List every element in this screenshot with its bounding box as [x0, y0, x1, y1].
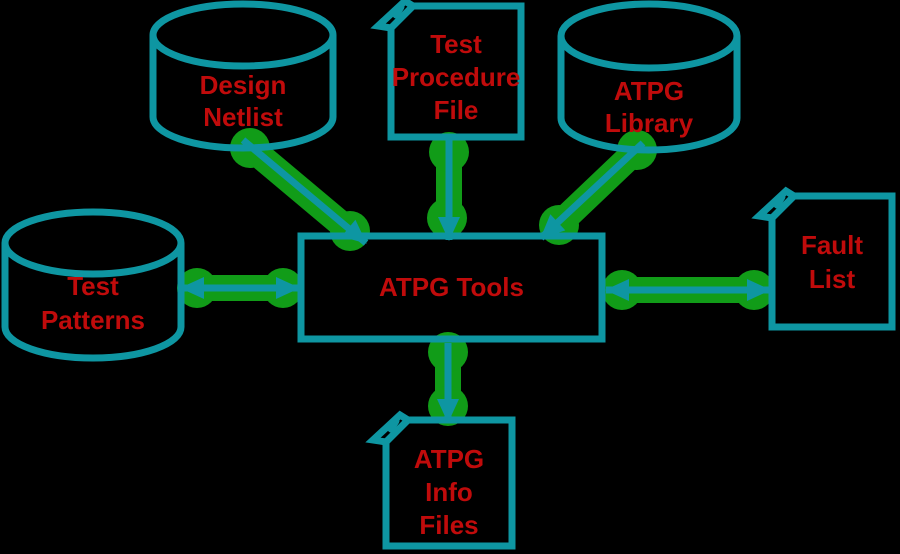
atpg-info-files-document [365, 410, 516, 550]
design-netlist-cylinder [149, 0, 337, 152]
test-procedure-file-document [370, 0, 525, 141]
fault-list-document [751, 186, 896, 331]
atpg-library-cylinder [557, 0, 741, 154]
atpg-tools-box [297, 232, 606, 343]
test-patterns-cylinder [1, 208, 185, 362]
edge-design-netlist-to-atpg-tools-arrow [240, 137, 369, 246]
edge-atpg-library-to-atpg-tools-arrow [538, 140, 646, 241]
